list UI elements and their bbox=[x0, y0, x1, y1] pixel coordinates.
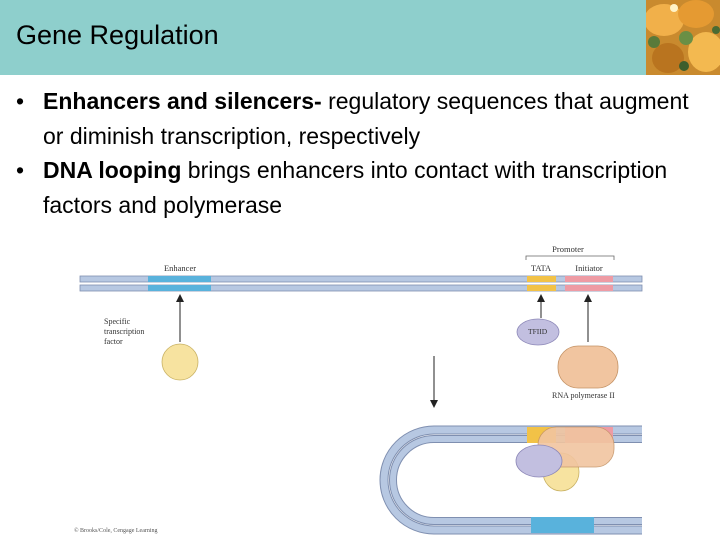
tata-region bbox=[527, 285, 556, 291]
dna-strand-bottom bbox=[79, 284, 643, 292]
bullet-dot: • bbox=[16, 157, 25, 183]
tfiid-shape bbox=[516, 318, 560, 346]
title-bar: Gene Regulation bbox=[0, 0, 720, 75]
enhancer-region bbox=[148, 285, 211, 291]
bullet-list: • Enhancers and silencers- regulatory seq… bbox=[16, 84, 706, 222]
bullet-text: regulatory sequences that augment or dim… bbox=[43, 88, 689, 149]
tfiid-label: TFIID bbox=[528, 327, 548, 336]
copyright-text: © Brooks/Cole, Cengage Learning bbox=[74, 527, 158, 534]
dna-strand-top bbox=[79, 275, 643, 283]
polymerase-shape bbox=[557, 345, 619, 389]
promoter-label: Promoter bbox=[552, 244, 584, 254]
tata-label: TATA bbox=[531, 263, 552, 273]
initiator-region bbox=[565, 285, 613, 291]
tata-region bbox=[527, 276, 556, 282]
bullet-term: DNA looping bbox=[43, 157, 182, 183]
initiator-label: Initiator bbox=[575, 263, 603, 273]
slide-title: Gene Regulation bbox=[16, 20, 219, 50]
polymerase-label: RNA polymerase II bbox=[552, 391, 615, 400]
bullet-dna-looping: • DNA looping brings enhancers into conta… bbox=[16, 153, 706, 222]
looped-tfiid bbox=[515, 444, 563, 478]
initiator-region bbox=[565, 276, 613, 282]
linear-dna bbox=[79, 275, 643, 292]
specific-factor-label: Specific transcription factor bbox=[104, 317, 146, 346]
promoter-bracket bbox=[525, 255, 615, 260]
dna-looping-figure: Promoter Enhancer TATA Initiator Specifi… bbox=[70, 232, 648, 538]
bullet-text: brings enhancers into contact with trans… bbox=[43, 157, 668, 218]
enhancer-label: Enhancer bbox=[164, 263, 196, 273]
bullet-enhancers: • Enhancers and silencers- regulatory seq… bbox=[16, 84, 706, 153]
looped-enhancer-region bbox=[531, 517, 594, 533]
bullet-term: Enhancers and silencers- bbox=[43, 88, 322, 114]
enhancer-region bbox=[148, 276, 211, 282]
bullet-dot: • bbox=[16, 88, 25, 114]
cell-photo-icon bbox=[646, 0, 720, 75]
looped-dna bbox=[379, 425, 642, 535]
specific-factor-shape bbox=[161, 343, 199, 381]
